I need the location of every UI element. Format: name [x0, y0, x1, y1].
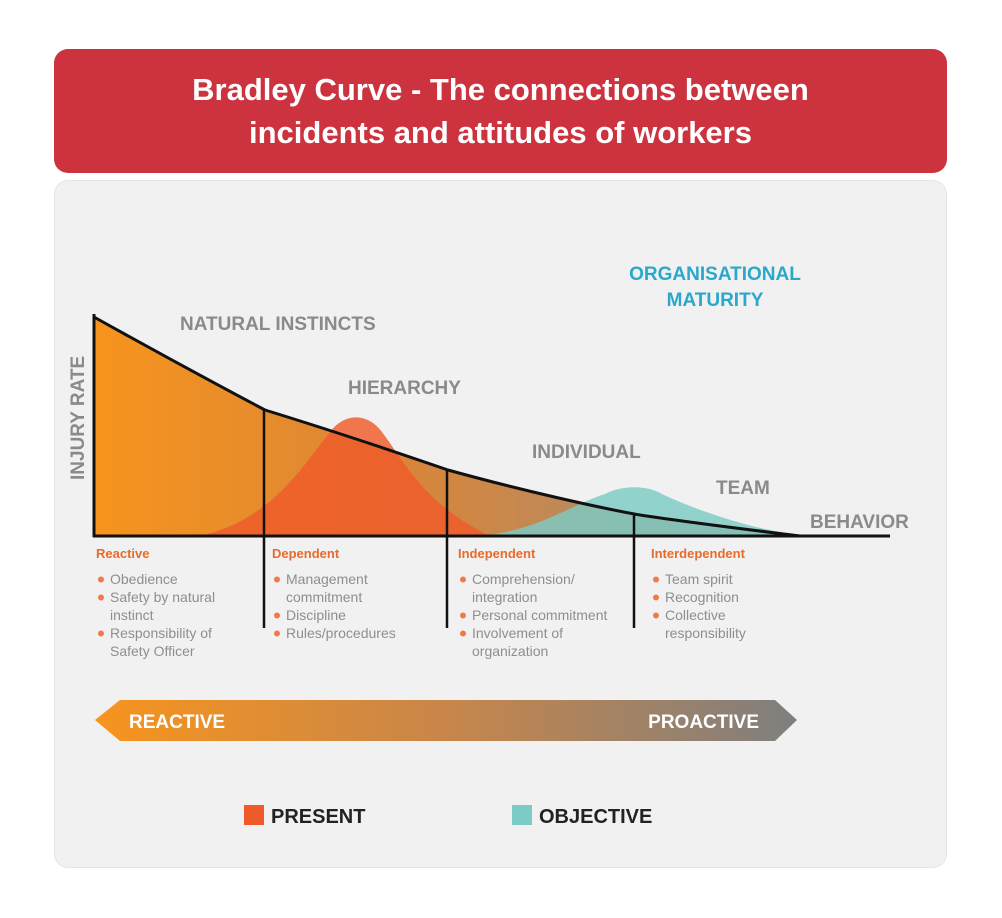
bullet-dot: [274, 612, 280, 619]
bullet-dot: [460, 576, 466, 583]
stage-list-item: responsibility: [665, 625, 746, 641]
legend-label-objective: OBJECTIVE: [539, 806, 652, 828]
bullet-dot: [460, 612, 466, 619]
bullet-dot: [98, 576, 104, 583]
stage-list-item: Involvement of: [472, 625, 563, 641]
bullet-dot: [460, 630, 466, 637]
stage-list-item: Obedience: [110, 571, 178, 587]
objective-distribution: [480, 487, 810, 536]
legend-label-present: PRESENT: [271, 806, 365, 828]
stage-list-item: Rules/procedures: [286, 625, 396, 641]
stage-list-item: Comprehension/: [472, 571, 575, 587]
page-title-line-1: Bradley Curve - The connections between: [192, 72, 809, 107]
bullet-dot: [274, 630, 280, 637]
stage-list-item: commitment: [286, 589, 362, 605]
stage-title-interdependent: Interdependent: [651, 546, 746, 561]
legend-swatch-objective: [512, 805, 532, 825]
bullet-dot: [98, 630, 104, 637]
stage-title-dependent: Dependent: [272, 546, 340, 561]
bullet-dot: [653, 576, 659, 583]
page-title-line-2: incidents and attitudes of workers: [249, 115, 752, 150]
stage-list-item: instinct: [110, 607, 154, 623]
stage-list-item: Management: [286, 571, 368, 587]
label-natural-instincts: NATURAL INSTINCTS: [180, 314, 376, 335]
y-axis-label: INJURY RATE: [68, 356, 89, 480]
reactive-proactive-arrow: [95, 700, 797, 741]
bullet-dot: [274, 576, 280, 583]
stage-title-reactive: Reactive: [96, 546, 149, 561]
bullet-dot: [653, 594, 659, 601]
stage-list-item: Recognition: [665, 589, 739, 605]
bullet-dot: [653, 612, 659, 619]
stage-list-item: Personal commitment: [472, 607, 607, 623]
page-title: Bradley Curve - The connections between …: [192, 68, 809, 154]
stage-list-item: Collective: [665, 607, 726, 623]
label-team: TEAM: [716, 478, 770, 499]
stage-list-item: Safety by natural: [110, 589, 215, 605]
stage-title-independent: Independent: [458, 546, 536, 561]
maturity-label-line-1: ORGANISATIONAL: [629, 264, 801, 285]
stage-list-item: organization: [472, 643, 548, 659]
label-individual: INDIVIDUAL: [532, 442, 641, 463]
stage-list-item: Safety Officer: [110, 643, 195, 659]
bullet-dot: [98, 594, 104, 601]
stage-list-item: integration: [472, 589, 537, 605]
legend-swatch-present: [244, 805, 264, 825]
arrow-label-proactive: PROACTIVE: [648, 712, 759, 733]
stage-list-item: Team spirit: [665, 571, 733, 587]
x-axis-label: BEHAVIOR: [810, 512, 909, 533]
arrow-label-reactive: REACTIVE: [129, 712, 225, 733]
header-banner: Bradley Curve - The connections between …: [54, 49, 947, 173]
stage-list-item: Responsibility of: [110, 625, 212, 641]
injury-rate-area: [94, 317, 800, 536]
stage-list-item: Discipline: [286, 607, 346, 623]
label-hierarchy: HIERARCHY: [348, 378, 461, 399]
present-distribution: [200, 417, 490, 536]
maturity-label-line-2: MATURITY: [667, 290, 764, 311]
